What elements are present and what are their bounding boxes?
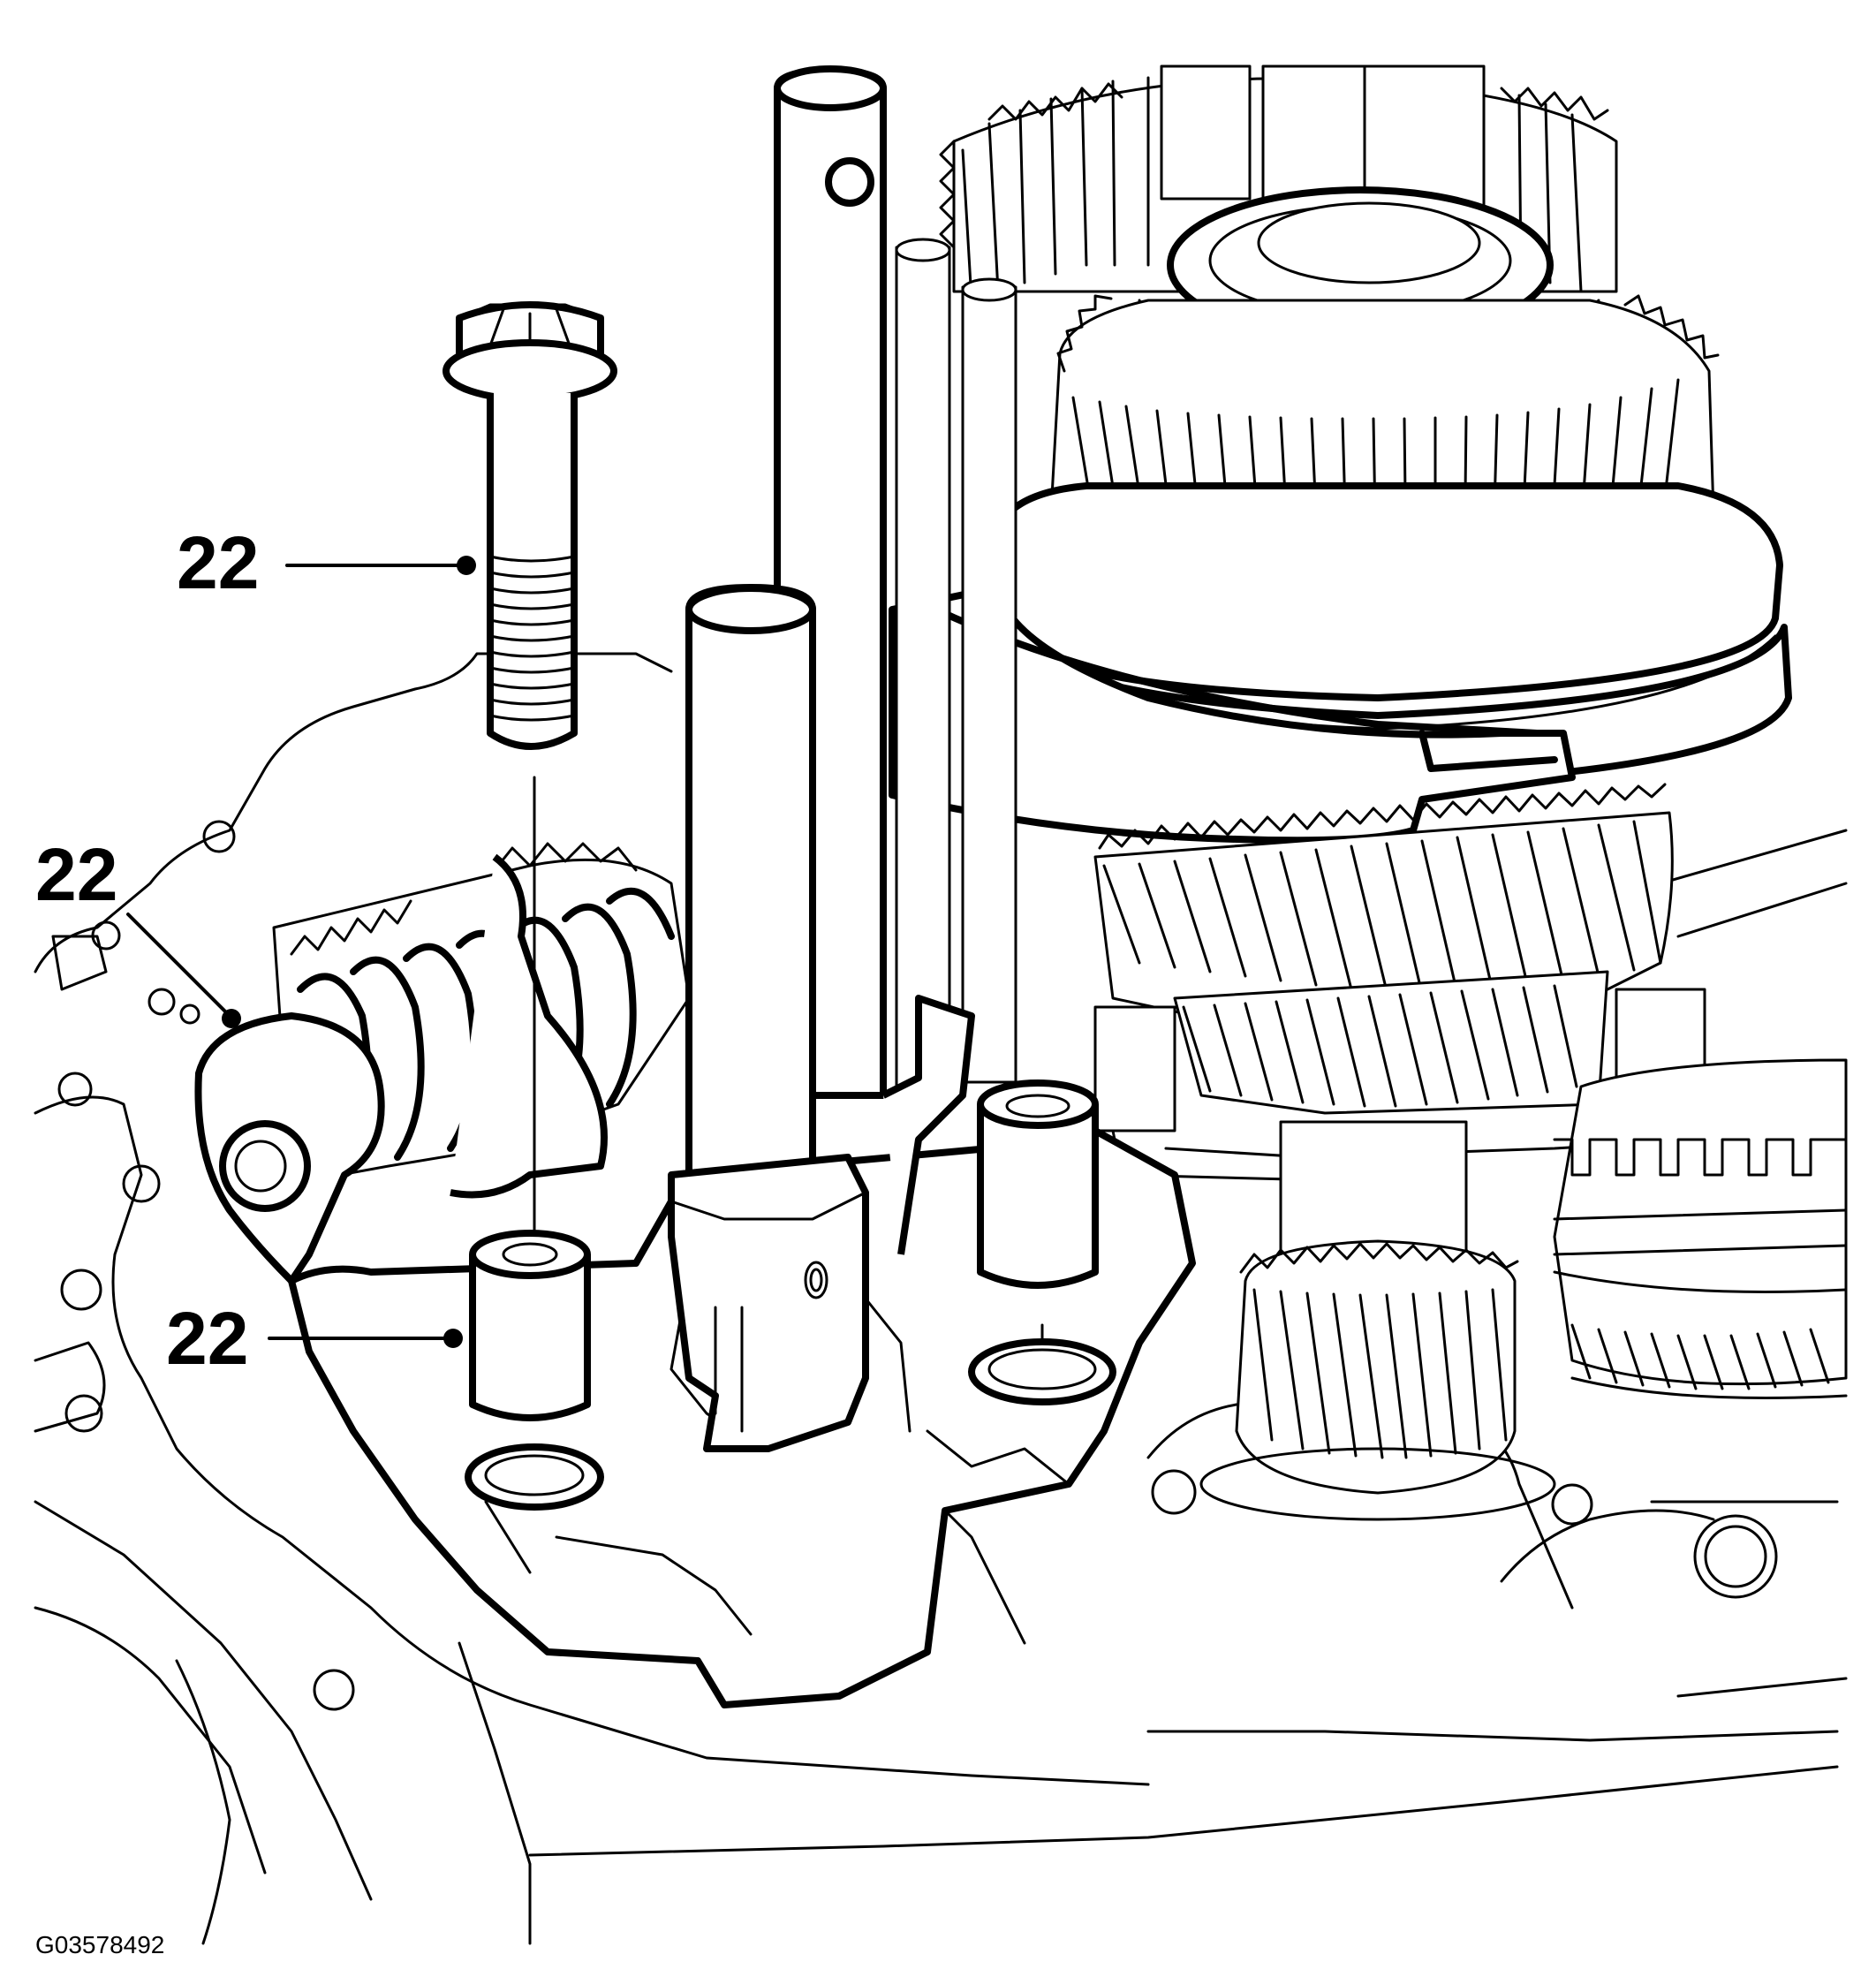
callout-label-shift-lever: 22 — [35, 833, 118, 916]
bolt-icon — [443, 301, 617, 1256]
dowel-bushing-icon — [968, 1079, 1116, 1405]
callout-leaders — [126, 556, 476, 1348]
bushing-icon — [465, 1230, 604, 1511]
callout-label-bushing: 22 — [166, 1297, 249, 1380]
cluster-gear-icon — [1093, 783, 1706, 1181]
callout-label-bolt: 22 — [177, 521, 260, 604]
housing-outline — [34, 652, 1848, 1945]
figure-id: G03578492 — [35, 1931, 165, 1958]
shift-shaft-icon — [668, 65, 1017, 1452]
pinion-gear-icon — [1199, 1120, 1556, 1521]
right-gear-stack-icon — [1553, 1058, 1848, 1399]
detent-spring-assembly — [194, 842, 691, 1284]
